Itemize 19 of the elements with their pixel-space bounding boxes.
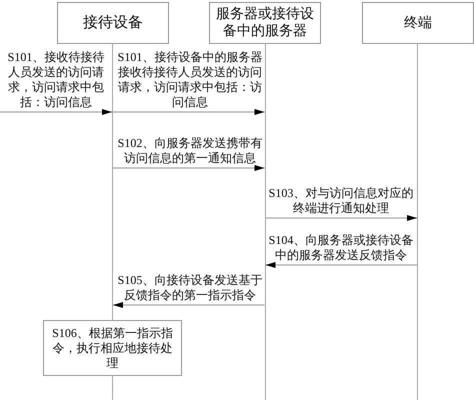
arrow: [113, 302, 264, 308]
edge-label: S105、向接待设备发送基于反馈指令的第一指示指令: [116, 273, 264, 303]
edge-label: S102、向服务器发送携带有访问信息的第一通知信息: [116, 136, 264, 166]
edge-label: S103、对与访问信息对应的终端进行通知处理: [268, 186, 414, 216]
arrow: [113, 165, 264, 171]
lifeline-header: 接待设备: [57, 2, 169, 44]
lifeline-header: 服务器或接待设备中的服务器: [209, 2, 321, 44]
lifeline-header: 终端: [362, 2, 474, 44]
edge-label: S104、向服务器或接待设备中的服务器发送反馈指令: [268, 233, 414, 263]
arrow: [0, 109, 112, 115]
edge-label: S101、接收待接待人员发送的访问请求，访问请求中包括：访问信息: [6, 50, 106, 110]
lifeline: [417, 44, 418, 400]
process-box: S106、根据第一指示指令，执行相应地接待处理: [43, 320, 182, 376]
arrow: [266, 215, 417, 221]
lifeline: [264, 44, 266, 400]
arrow: [113, 109, 264, 115]
lifeline: [112, 44, 113, 320]
arrow: [266, 262, 417, 268]
edge-label: S101、接待设备中的服务器接收待接待人员发送的访问请求，访问请求中包括：访问信息: [116, 50, 264, 110]
